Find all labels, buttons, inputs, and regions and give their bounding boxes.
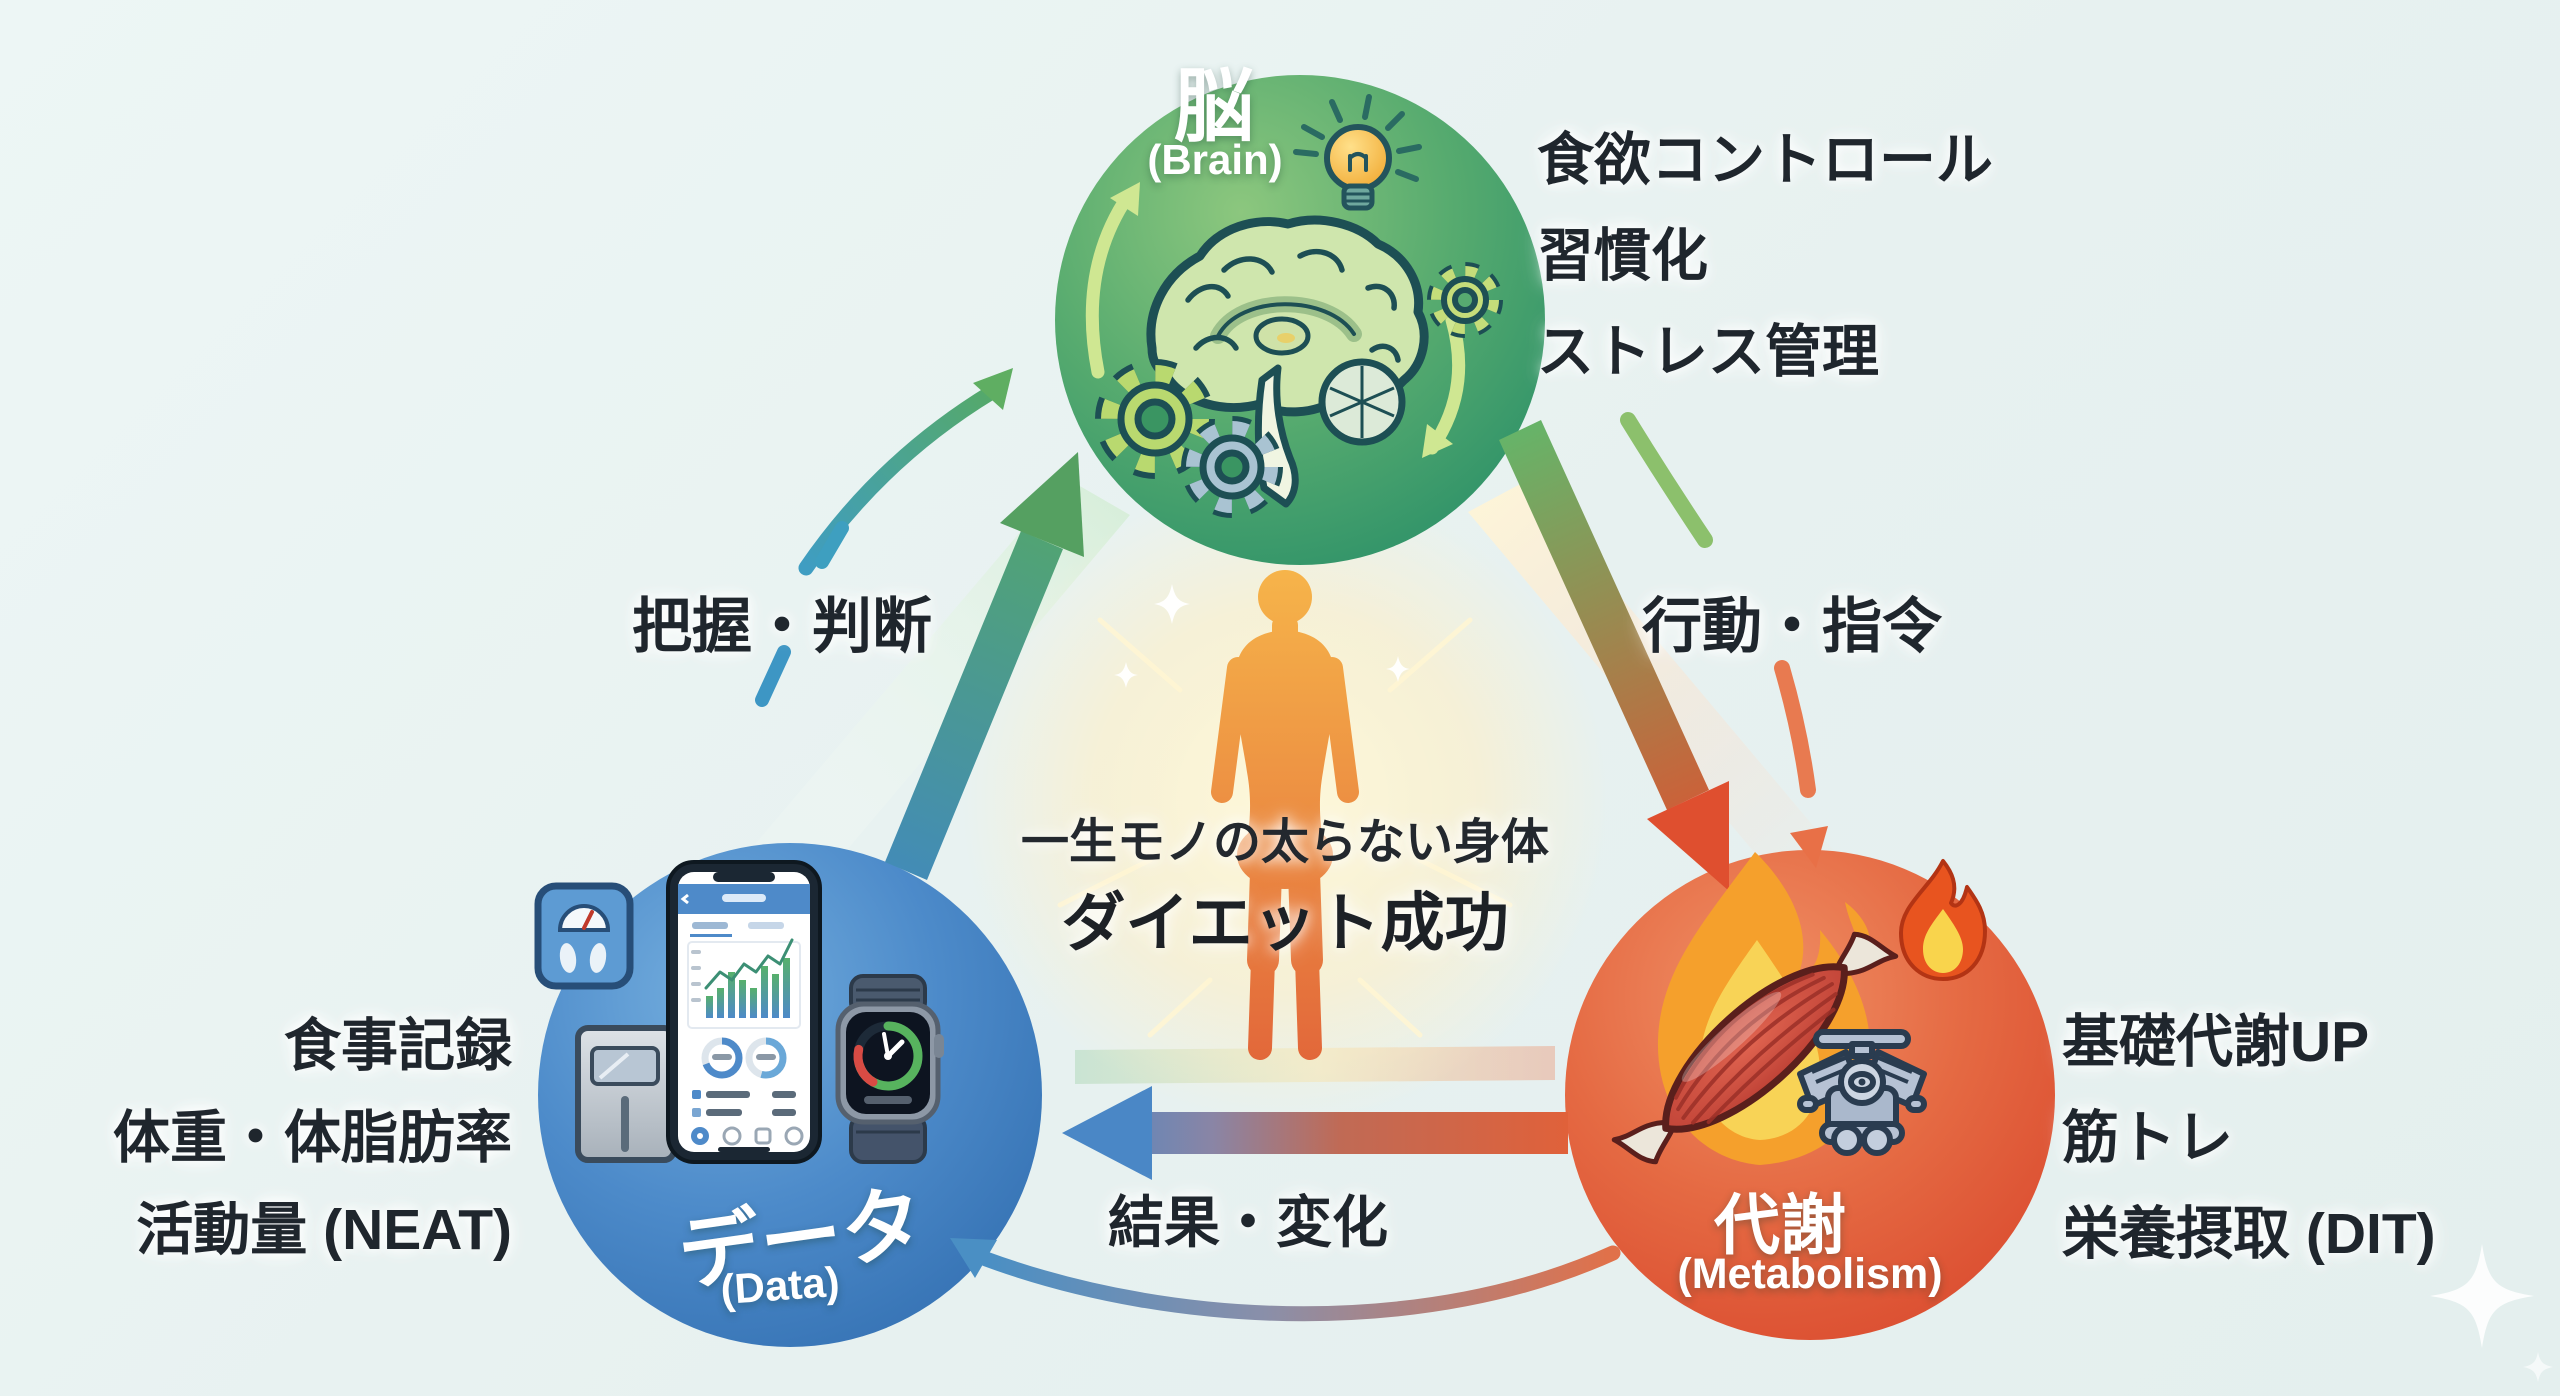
metabolism-item-bmr-up: 基礎代謝UP [2062,1010,2370,1074]
center-title-line2: ダイエット成功 [1061,887,1509,959]
metabolism-item-strength-training: 筋トレ [2062,1106,2233,1170]
edge-label-data-to-brain: 把握・判断 [632,593,932,660]
edge-label-brain-to-metabolism: 行動・指令 [1642,593,1942,660]
center-title-line1: 一生モノの太らない身体 [1020,816,1549,869]
brain-item-appetite-control: 食欲コントロール [1537,128,1993,192]
brain-item-habit: 習慣化 [1537,224,1708,288]
brain-item-stress: ストレス管理 [1537,320,1879,384]
brain-node-sublabel: (Brain) [1147,136,1283,183]
metabolism-item-nutrition-dit: 栄養摂取 (DIT) [2062,1202,2436,1266]
data-item-weight-bodyfat: 体重・体脂肪率 [113,1106,512,1170]
sparkle-icon [2430,1244,2553,1382]
edge-label-metabolism-to-data: 結果・変化 [1108,1191,1388,1254]
data-item-meal-log: 食事記録 [284,1014,512,1078]
metabolism-node-label: 代謝 [1714,1188,1846,1262]
brain-node-label: 脳 [1174,62,1254,151]
data-item-activity-neat: 活動量 (NEAT) [136,1198,512,1262]
metabolism-node-sublabel: (Metabolism) [1677,1250,1943,1298]
sparkle-icons-center [1114,584,1410,688]
